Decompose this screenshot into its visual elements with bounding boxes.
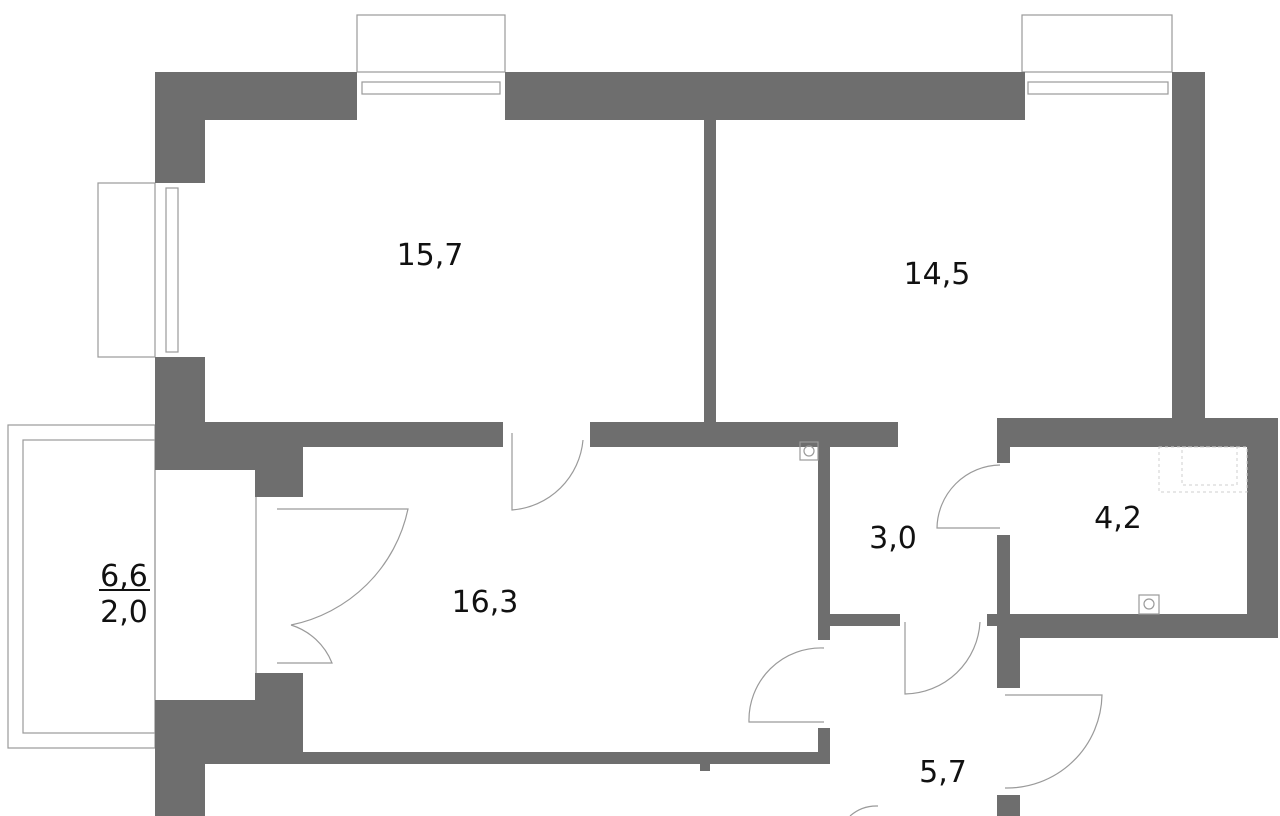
room-area-bedroom-2: 14,5 (904, 257, 971, 292)
walls (155, 72, 1278, 816)
riser-icon (1138, 594, 1160, 615)
balcony-area: 6,6 (100, 559, 148, 594)
room-area-bathroom-2: 4,2 (1094, 501, 1142, 536)
room-area-bathroom: 3,0 (869, 521, 917, 556)
fixtures (799, 441, 1248, 615)
balcony (7, 424, 156, 749)
room-area-hallway: 5,7 (919, 755, 967, 790)
room-area-living-room: 16,3 (452, 585, 519, 620)
room-area-bedroom-1: 15,7 (397, 238, 464, 273)
window-bays (97, 14, 1173, 358)
balcony-reduced-area: 2,0 (100, 595, 148, 630)
doors (255, 433, 1103, 816)
riser-icon (799, 441, 819, 461)
